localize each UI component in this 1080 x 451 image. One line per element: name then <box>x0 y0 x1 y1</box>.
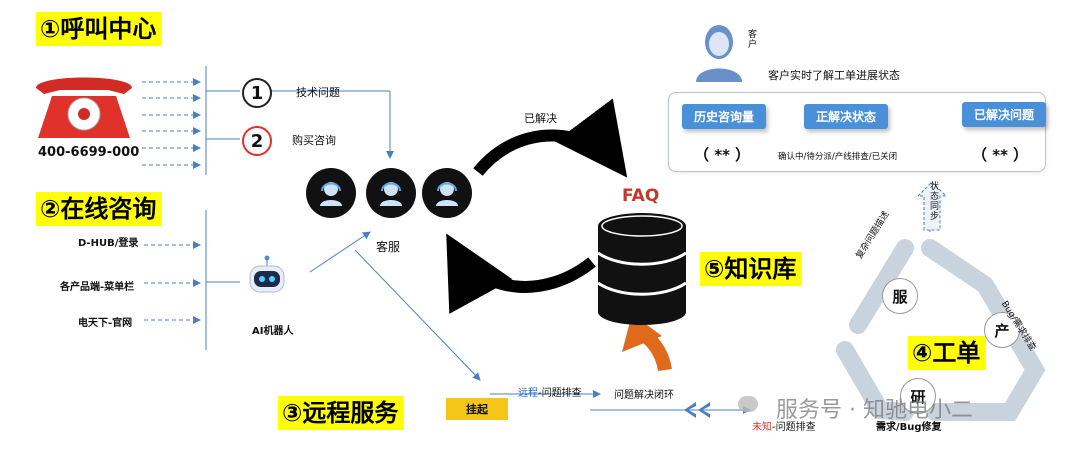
remote-suffix: -问题排查 <box>538 388 582 399</box>
in-progress-states: 确认中/待分派/产线排查/已关闭 <box>778 152 898 162</box>
in-progress-badge: 正解决状态 <box>804 104 889 129</box>
unknown-troubleshoot-label: 未知-问题排查 <box>752 418 816 433</box>
cycle-node-rnd: 研 <box>900 378 936 414</box>
section-kb-title: ⑤知识库 <box>700 252 803 286</box>
phone-number: 400-6699-000 <box>38 145 140 160</box>
unknown-suffix: -问题排查 <box>772 422 816 433</box>
cycle-node-product: 产 <box>984 312 1020 348</box>
call-option-1-label: 技术问题 <box>296 86 340 99</box>
watermark: 服务号 · 知驰电小二 <box>776 398 973 423</box>
history-count-badge: 历史咨询量 <box>682 104 767 129</box>
call-option-2-number: 2 <box>242 126 272 156</box>
status-sync-label: 状态同步 <box>930 182 940 222</box>
history-count-value: （ ** ） <box>694 146 751 164</box>
online-channel-dhub: D-HUB/登录 <box>78 238 139 249</box>
call-option-2-label: 购买咨询 <box>292 134 336 147</box>
section-call-center-title: ①呼叫中心 <box>36 12 163 46</box>
agent-avatar-icon <box>306 168 356 218</box>
resolved-label: 已解决 <box>524 112 557 125</box>
ai-robot-label: AI机器人 <box>252 326 294 337</box>
unknown-prefix: 未知 <box>752 422 772 433</box>
online-channel-website: 电天下-官网 <box>78 318 133 329</box>
agent-label: 客服 <box>376 240 401 254</box>
cycle-label-fix: 需求/Bug修复 <box>876 422 942 433</box>
wechat-icon <box>738 396 758 412</box>
remote-troubleshoot-label: 远程-问题排查 <box>518 384 582 399</box>
cycle-node-service: 服 <box>882 278 918 314</box>
faq-label: FAQ <box>622 186 660 206</box>
agent-avatar-icon <box>366 168 416 218</box>
customer-caption: 客户实时了解工单进展状态 <box>768 69 900 82</box>
section-online-title: ②在线咨询 <box>36 192 163 226</box>
hangup-box: 挂起 <box>446 398 508 420</box>
robot-icon <box>244 254 290 300</box>
loop-label: 问题解决闭环 <box>614 390 674 401</box>
agent-avatar-icon <box>422 168 472 218</box>
call-option-1-number: 1 <box>242 78 272 108</box>
section-remote-title: ③远程服务 <box>278 396 405 430</box>
section-ticket-title: ④工单 <box>908 336 987 370</box>
resolved-count-value: （ ** ） <box>972 146 1029 164</box>
customer-label: 客户 <box>748 30 758 50</box>
resolved-count-badge: 已解决问题 <box>962 102 1047 127</box>
remote-prefix: 远程 <box>518 388 538 399</box>
online-channel-product-menu: 各产品端-菜单栏 <box>60 282 135 293</box>
phone-icon <box>28 66 140 142</box>
customer-avatar-icon <box>694 20 744 82</box>
